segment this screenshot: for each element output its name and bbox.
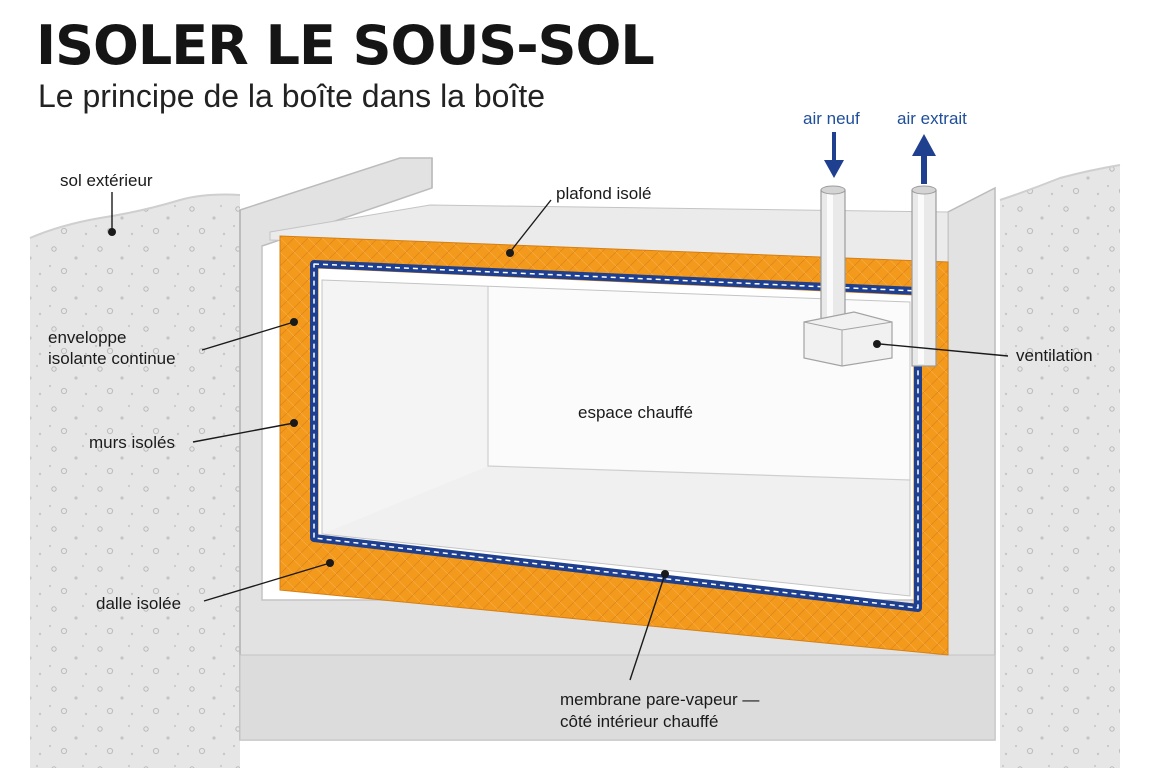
air-out-arrowhead-icon — [912, 134, 936, 156]
diagram-labels: sol extérieur plafond isolé air neuf air… — [48, 109, 1093, 731]
label-air-extrait: air extrait — [897, 109, 967, 128]
label-espace-chauffe: espace chauffé — [578, 403, 693, 422]
page-title: ISOLER LE SOUS-SOL — [36, 14, 655, 77]
ventilation-unit — [803, 185, 937, 367]
label-plafond-isole: plafond isolé — [556, 184, 651, 203]
label-membrane-line1: membrane pare-vapeur — — [560, 690, 759, 709]
heated-space — [321, 279, 911, 597]
concrete-foundation — [239, 157, 996, 741]
air-flow-arrows — [824, 132, 936, 184]
label-ventilation: ventilation — [1016, 346, 1093, 365]
label-enveloppe-line1: enveloppe — [48, 328, 126, 347]
vapour-membrane — [310, 260, 922, 612]
callout-leaders — [111, 192, 1009, 681]
air-in-arrowhead-icon — [824, 160, 844, 178]
label-sol-exterieur: sol extérieur — [60, 171, 153, 190]
page-subtitle: Le principe de la boîte dans la boîte — [38, 78, 546, 114]
exterior-soil — [29, 164, 1121, 768]
label-enveloppe-line2: isolante continue — [48, 349, 176, 368]
label-air-neuf: air neuf — [803, 109, 860, 128]
label-murs-isoles: murs isolés — [89, 433, 175, 452]
label-dalle-isolee: dalle isolée — [96, 594, 181, 613]
ceiling-slab — [269, 204, 949, 263]
callout-dots — [108, 228, 881, 578]
label-membrane-line2: côté intérieur chauffé — [560, 712, 718, 731]
